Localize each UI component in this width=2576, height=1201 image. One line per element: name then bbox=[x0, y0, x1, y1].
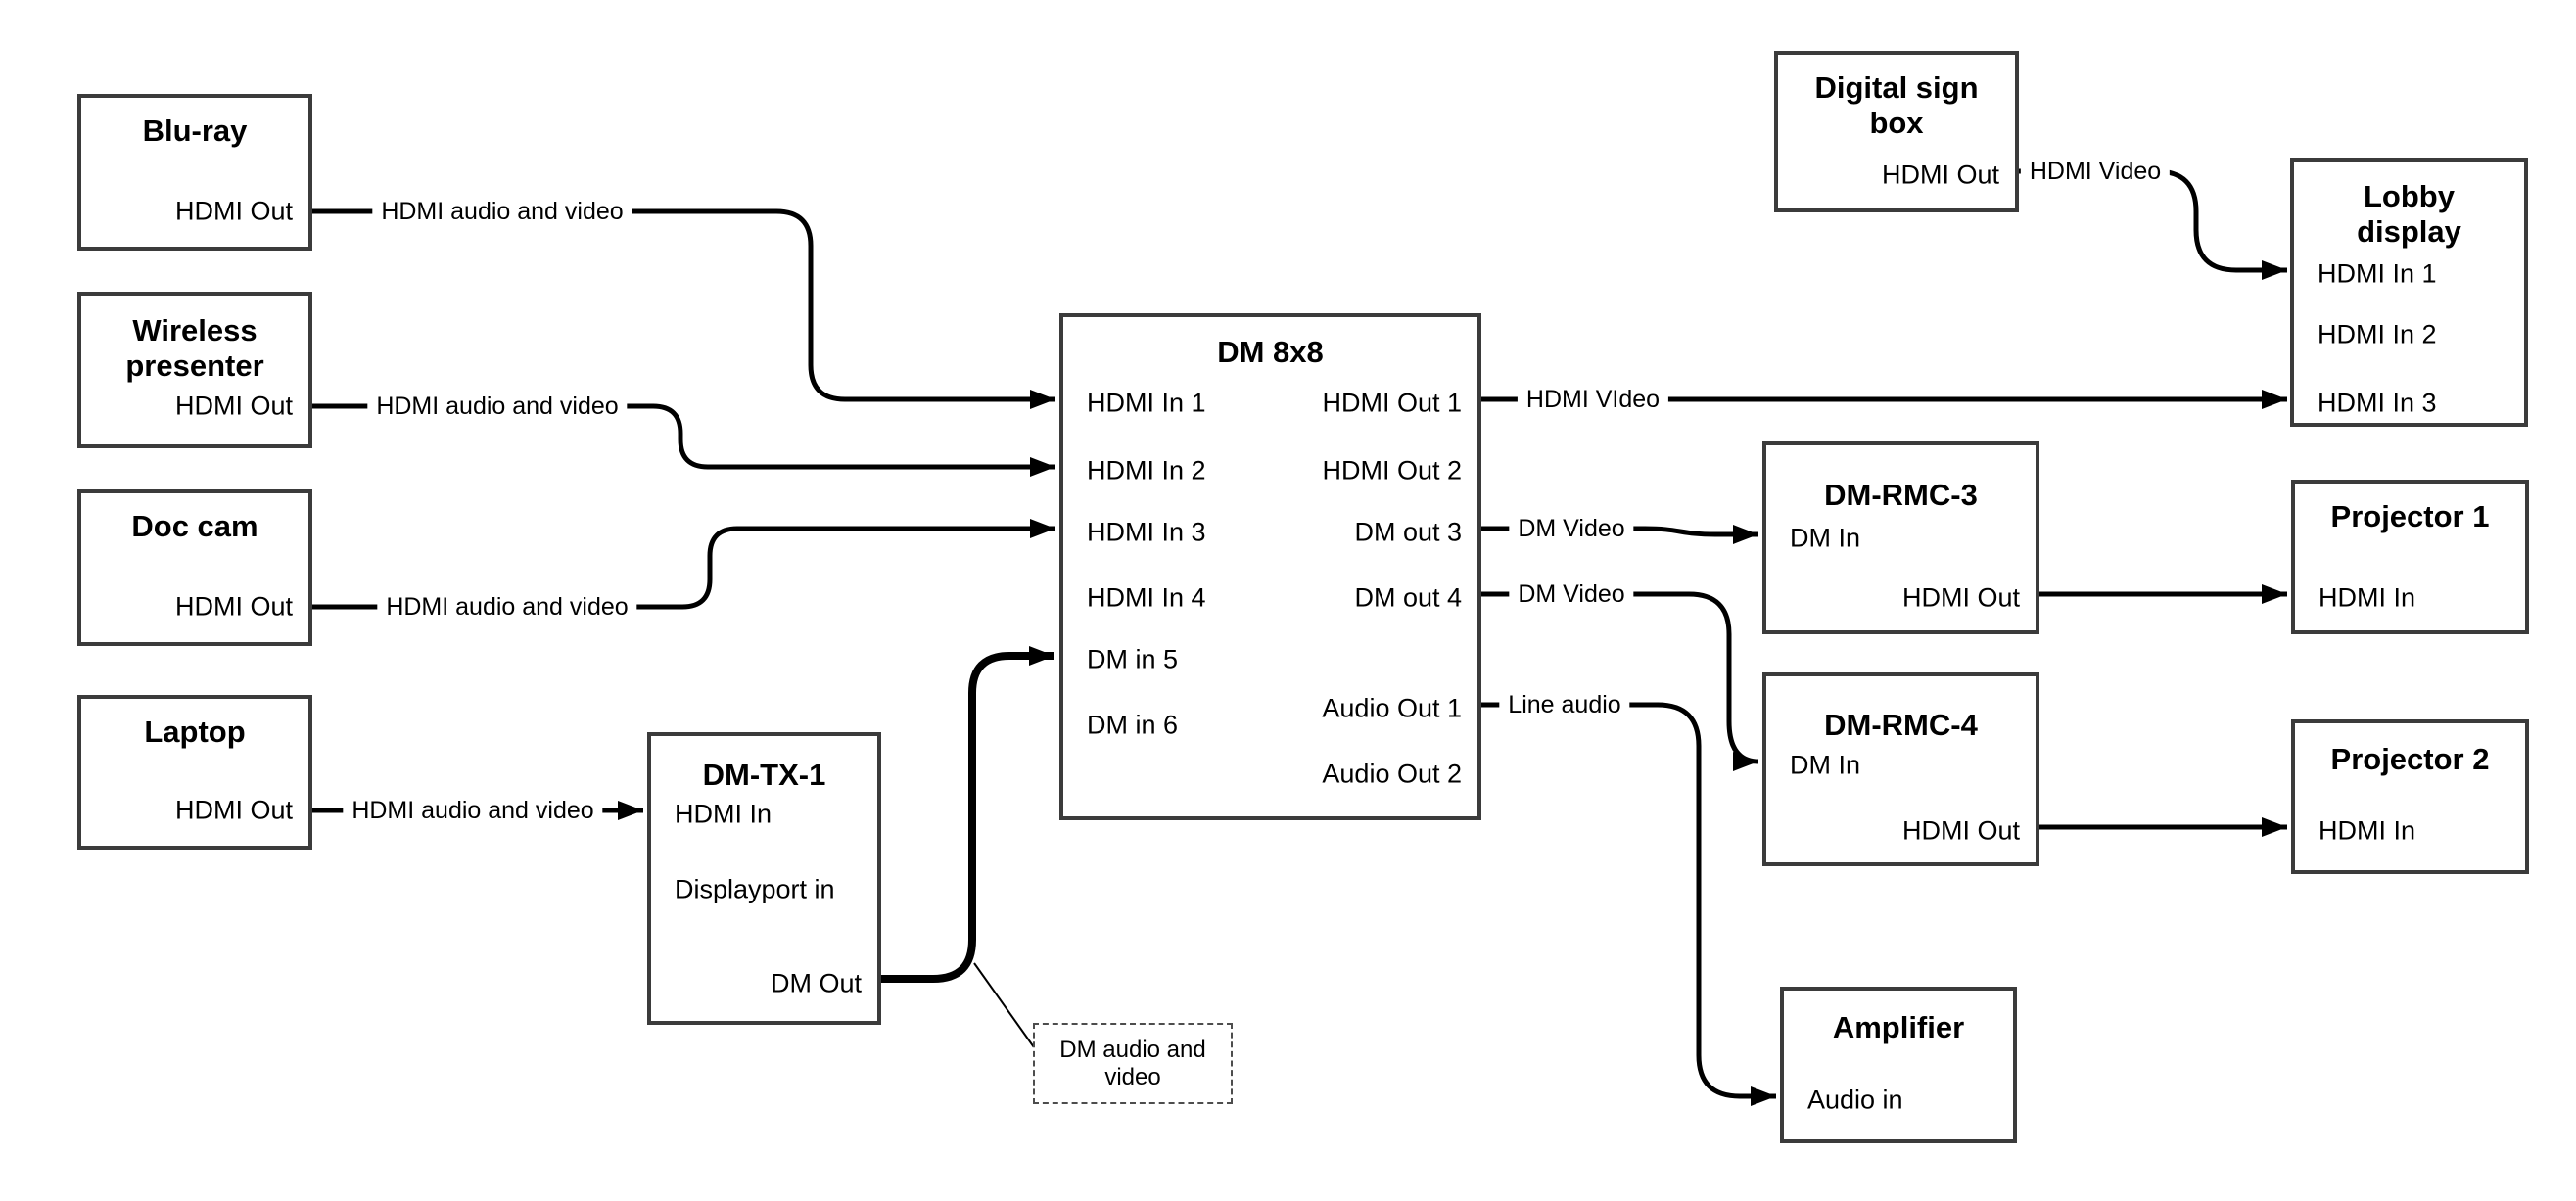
annotation-callout-line bbox=[973, 962, 1035, 1048]
node-dm-rmc-4: DM-RMC-4 DM In HDMI Out bbox=[1762, 672, 2039, 866]
port-hdmi-out: HDMI Out bbox=[1901, 582, 2020, 613]
port-hdmi-out: HDMI Out bbox=[174, 391, 293, 421]
port-hdmi-in-1: HDMI In 1 bbox=[1087, 388, 1206, 418]
edge-dmtx-dm-out-to-dm8x8-dm-in-5 bbox=[881, 646, 1054, 983]
edge-label-sign-hdmi-video: HDMI Video bbox=[2020, 156, 2171, 187]
node-dm-tx-1: DM-TX-1 HDMI In Displayport in DM Out bbox=[647, 732, 881, 1025]
port-dm-in: DM In bbox=[1790, 523, 1861, 553]
port-hdmi-out: HDMI Out bbox=[174, 196, 293, 226]
port-displayport-in: Displayport in bbox=[675, 874, 835, 904]
port-hdmi-in-2: HDMI In 2 bbox=[2318, 319, 2437, 349]
annotation-box: DM audio and video bbox=[1033, 1023, 1233, 1104]
node-laptop: Laptop HDMI Out bbox=[77, 695, 312, 850]
node-bluray: Blu-ray HDMI Out bbox=[77, 94, 312, 251]
node-projector-2: Projector 2 HDMI In bbox=[2291, 719, 2529, 874]
edge-label-hdmi-video-out1: HDMI VIdeo bbox=[1517, 384, 1669, 415]
node-title: DM-TX-1 bbox=[702, 758, 826, 792]
port-dm-out-4: DM out 4 bbox=[1354, 582, 1462, 613]
port-hdmi-out: HDMI Out bbox=[1901, 815, 2020, 846]
port-hdmi-out-2: HDMI Out 2 bbox=[1322, 455, 1462, 485]
edge-dm8x8-dm-out-3-to-rmc3-dm-in bbox=[1481, 525, 1758, 544]
edge-label-line-audio: Line audio bbox=[1499, 689, 1630, 720]
port-hdmi-in: HDMI In bbox=[675, 799, 773, 829]
node-title: DM-RMC-4 bbox=[1824, 708, 1978, 742]
port-dm-out: DM Out bbox=[770, 968, 862, 998]
port-hdmi-in-1: HDMI In 1 bbox=[2318, 258, 2437, 289]
edge-label-doccam: HDMI audio and video bbox=[377, 591, 637, 623]
edge-wireless-to-dm8x8-hdmi-in-2 bbox=[312, 403, 1055, 477]
port-hdmi-out-1: HDMI Out 1 bbox=[1322, 388, 1462, 418]
edge-doccam-to-dm8x8-hdmi-in-3 bbox=[312, 519, 1055, 610]
edge-label-dm-video-out4: DM Video bbox=[1509, 578, 1634, 610]
port-audio-in: Audio in bbox=[1807, 1085, 1903, 1115]
node-title: DM-RMC-3 bbox=[1824, 478, 1978, 512]
port-dm-in-6: DM in 6 bbox=[1087, 710, 1179, 740]
edge-dm8x8-dm-out-4-to-rmc4-dm-in bbox=[1481, 591, 1759, 771]
port-hdmi-in-3: HDMI In 3 bbox=[2318, 388, 2437, 418]
node-title: Projector 1 bbox=[2330, 499, 2490, 533]
edge-label-laptop: HDMI audio and video bbox=[343, 795, 603, 826]
edge-label-dm-video-out3: DM Video bbox=[1509, 513, 1634, 544]
node-lobby-display: Lobby display HDMI In 1 HDMI In 2 HDMI I… bbox=[2290, 158, 2528, 427]
node-projector-1: Projector 1 HDMI In bbox=[2291, 480, 2529, 634]
node-dm-rmc-3: DM-RMC-3 DM In HDMI Out bbox=[1762, 441, 2039, 634]
node-amplifier: Amplifier Audio in bbox=[1780, 987, 2017, 1143]
node-doc-cam: Doc cam HDMI Out bbox=[77, 489, 312, 646]
node-digital-sign-box: Digital sign box HDMI Out bbox=[1774, 51, 2019, 212]
port-hdmi-in: HDMI In bbox=[2318, 815, 2416, 846]
port-audio-out-2: Audio Out 2 bbox=[1322, 759, 1462, 789]
port-audio-out-1: Audio Out 1 bbox=[1322, 693, 1462, 723]
node-title: Amplifier bbox=[1832, 1010, 1965, 1044]
port-hdmi-in-4: HDMI In 4 bbox=[1087, 582, 1206, 613]
edge-sign-to-lobby-hdmi-in-1 bbox=[2019, 168, 2287, 280]
port-hdmi-out: HDMI Out bbox=[174, 795, 293, 825]
node-title: Doc cam bbox=[131, 509, 258, 543]
node-dm-8x8: DM 8x8 HDMI In 1 HDMI In 2 HDMI In 3 HDM… bbox=[1059, 313, 1481, 820]
port-dm-out-3: DM out 3 bbox=[1354, 517, 1462, 547]
port-dm-in-5: DM in 5 bbox=[1087, 644, 1179, 674]
node-title: Blu-ray bbox=[142, 114, 248, 148]
edge-label-bluray: HDMI audio and video bbox=[372, 196, 632, 227]
port-hdmi-out: HDMI Out bbox=[1881, 160, 1999, 190]
port-hdmi-in-2: HDMI In 2 bbox=[1087, 455, 1206, 485]
node-title: Lobby display bbox=[2357, 179, 2461, 249]
node-title: DM 8x8 bbox=[1217, 335, 1324, 369]
node-title: Projector 2 bbox=[2330, 742, 2490, 776]
node-title: Laptop bbox=[144, 715, 246, 749]
edge-bluray-to-dm8x8-hdmi-in-1 bbox=[312, 208, 1055, 409]
port-hdmi-out: HDMI Out bbox=[174, 591, 293, 622]
port-hdmi-in: HDMI In bbox=[2318, 582, 2416, 613]
node-title: Digital sign box bbox=[1814, 70, 1979, 140]
edge-dm8x8-audio-out-1-to-amplifier bbox=[1481, 702, 1776, 1106]
node-wireless-presenter: Wireless presenter HDMI Out bbox=[77, 292, 312, 448]
port-hdmi-in-3: HDMI In 3 bbox=[1087, 517, 1206, 547]
port-dm-in: DM In bbox=[1790, 750, 1861, 780]
edge-label-wireless: HDMI audio and video bbox=[367, 391, 628, 422]
node-title: Wireless presenter bbox=[125, 313, 264, 383]
